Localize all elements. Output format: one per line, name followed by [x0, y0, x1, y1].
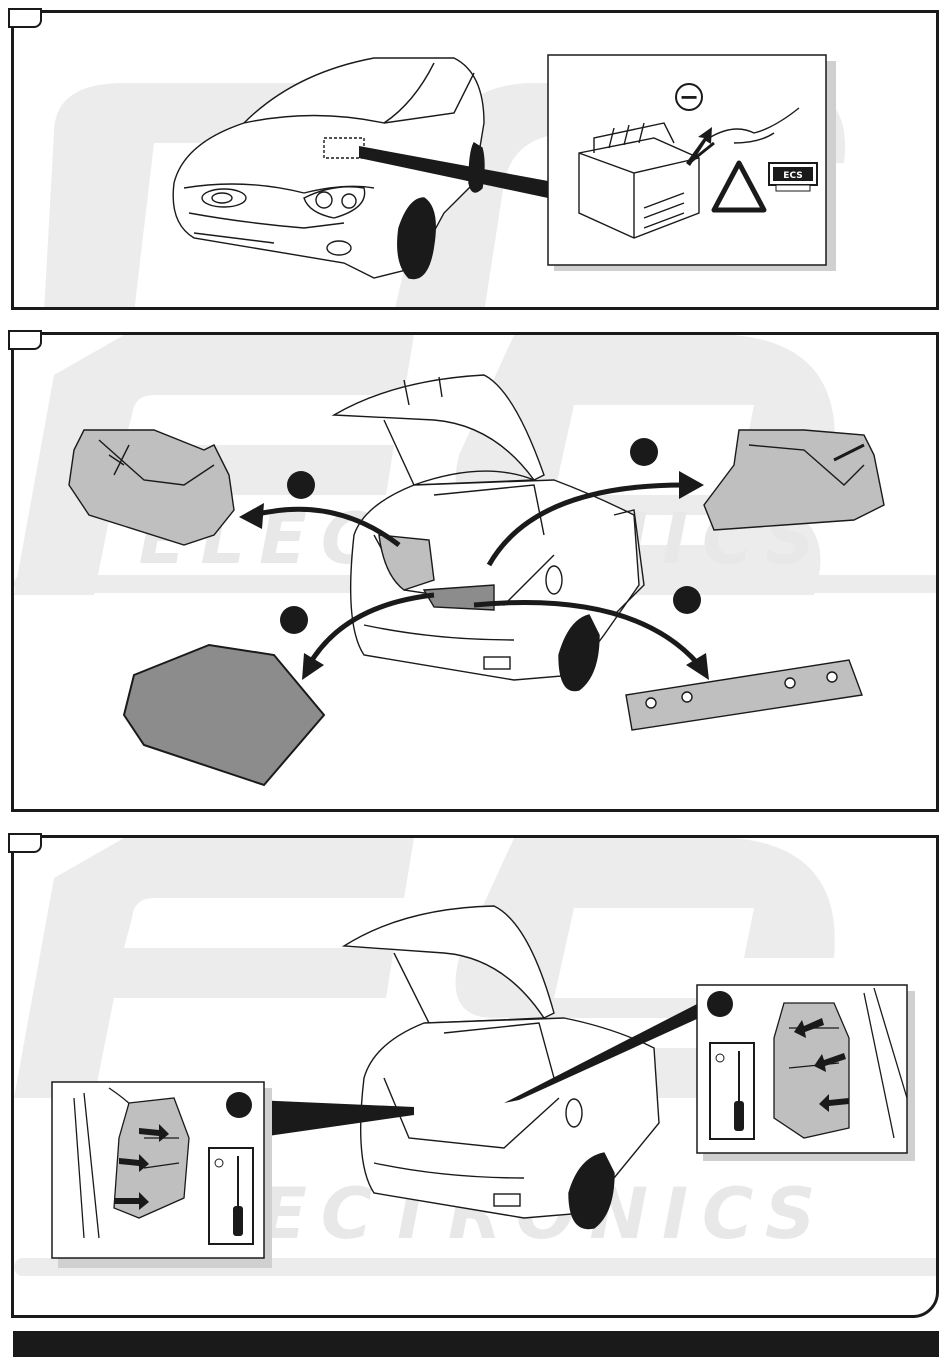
battery-detail-inset: − ECS — [548, 55, 836, 271]
step2-illustration: ELECTRONICS — [14, 335, 939, 812]
screwdriver-tool-icon — [209, 1148, 253, 1244]
ecu-label-text: ECS — [783, 171, 802, 181]
step-panel-1: − ECS — [11, 10, 939, 310]
callout-dot — [287, 471, 315, 499]
right-side-trim-panel — [704, 430, 884, 530]
step-panel-2: ELECTRONICS — [11, 332, 939, 812]
footer-bar — [13, 1331, 939, 1357]
minus-symbol: − — [679, 83, 699, 111]
boot-floor-mat — [124, 645, 324, 785]
callout-dot — [280, 606, 308, 634]
callout-dot — [226, 1092, 252, 1118]
step-tab-3 — [8, 833, 42, 853]
rear-sill-trim — [626, 660, 862, 730]
step-tab-2 — [8, 330, 42, 350]
step3-illustration: ELECTRONICS — [14, 838, 939, 1318]
step-tab-1 — [8, 8, 42, 28]
callout-dot — [707, 991, 733, 1017]
left-trim-detail-inset — [52, 1082, 272, 1268]
step1-illustration: − ECS — [14, 13, 939, 310]
callout-dot — [630, 438, 658, 466]
right-trim-detail-inset — [697, 985, 915, 1161]
step-panel-3: ELECTRONICS — [11, 835, 939, 1318]
screwdriver-tool-icon — [710, 1043, 754, 1139]
callout-dot — [673, 586, 701, 614]
